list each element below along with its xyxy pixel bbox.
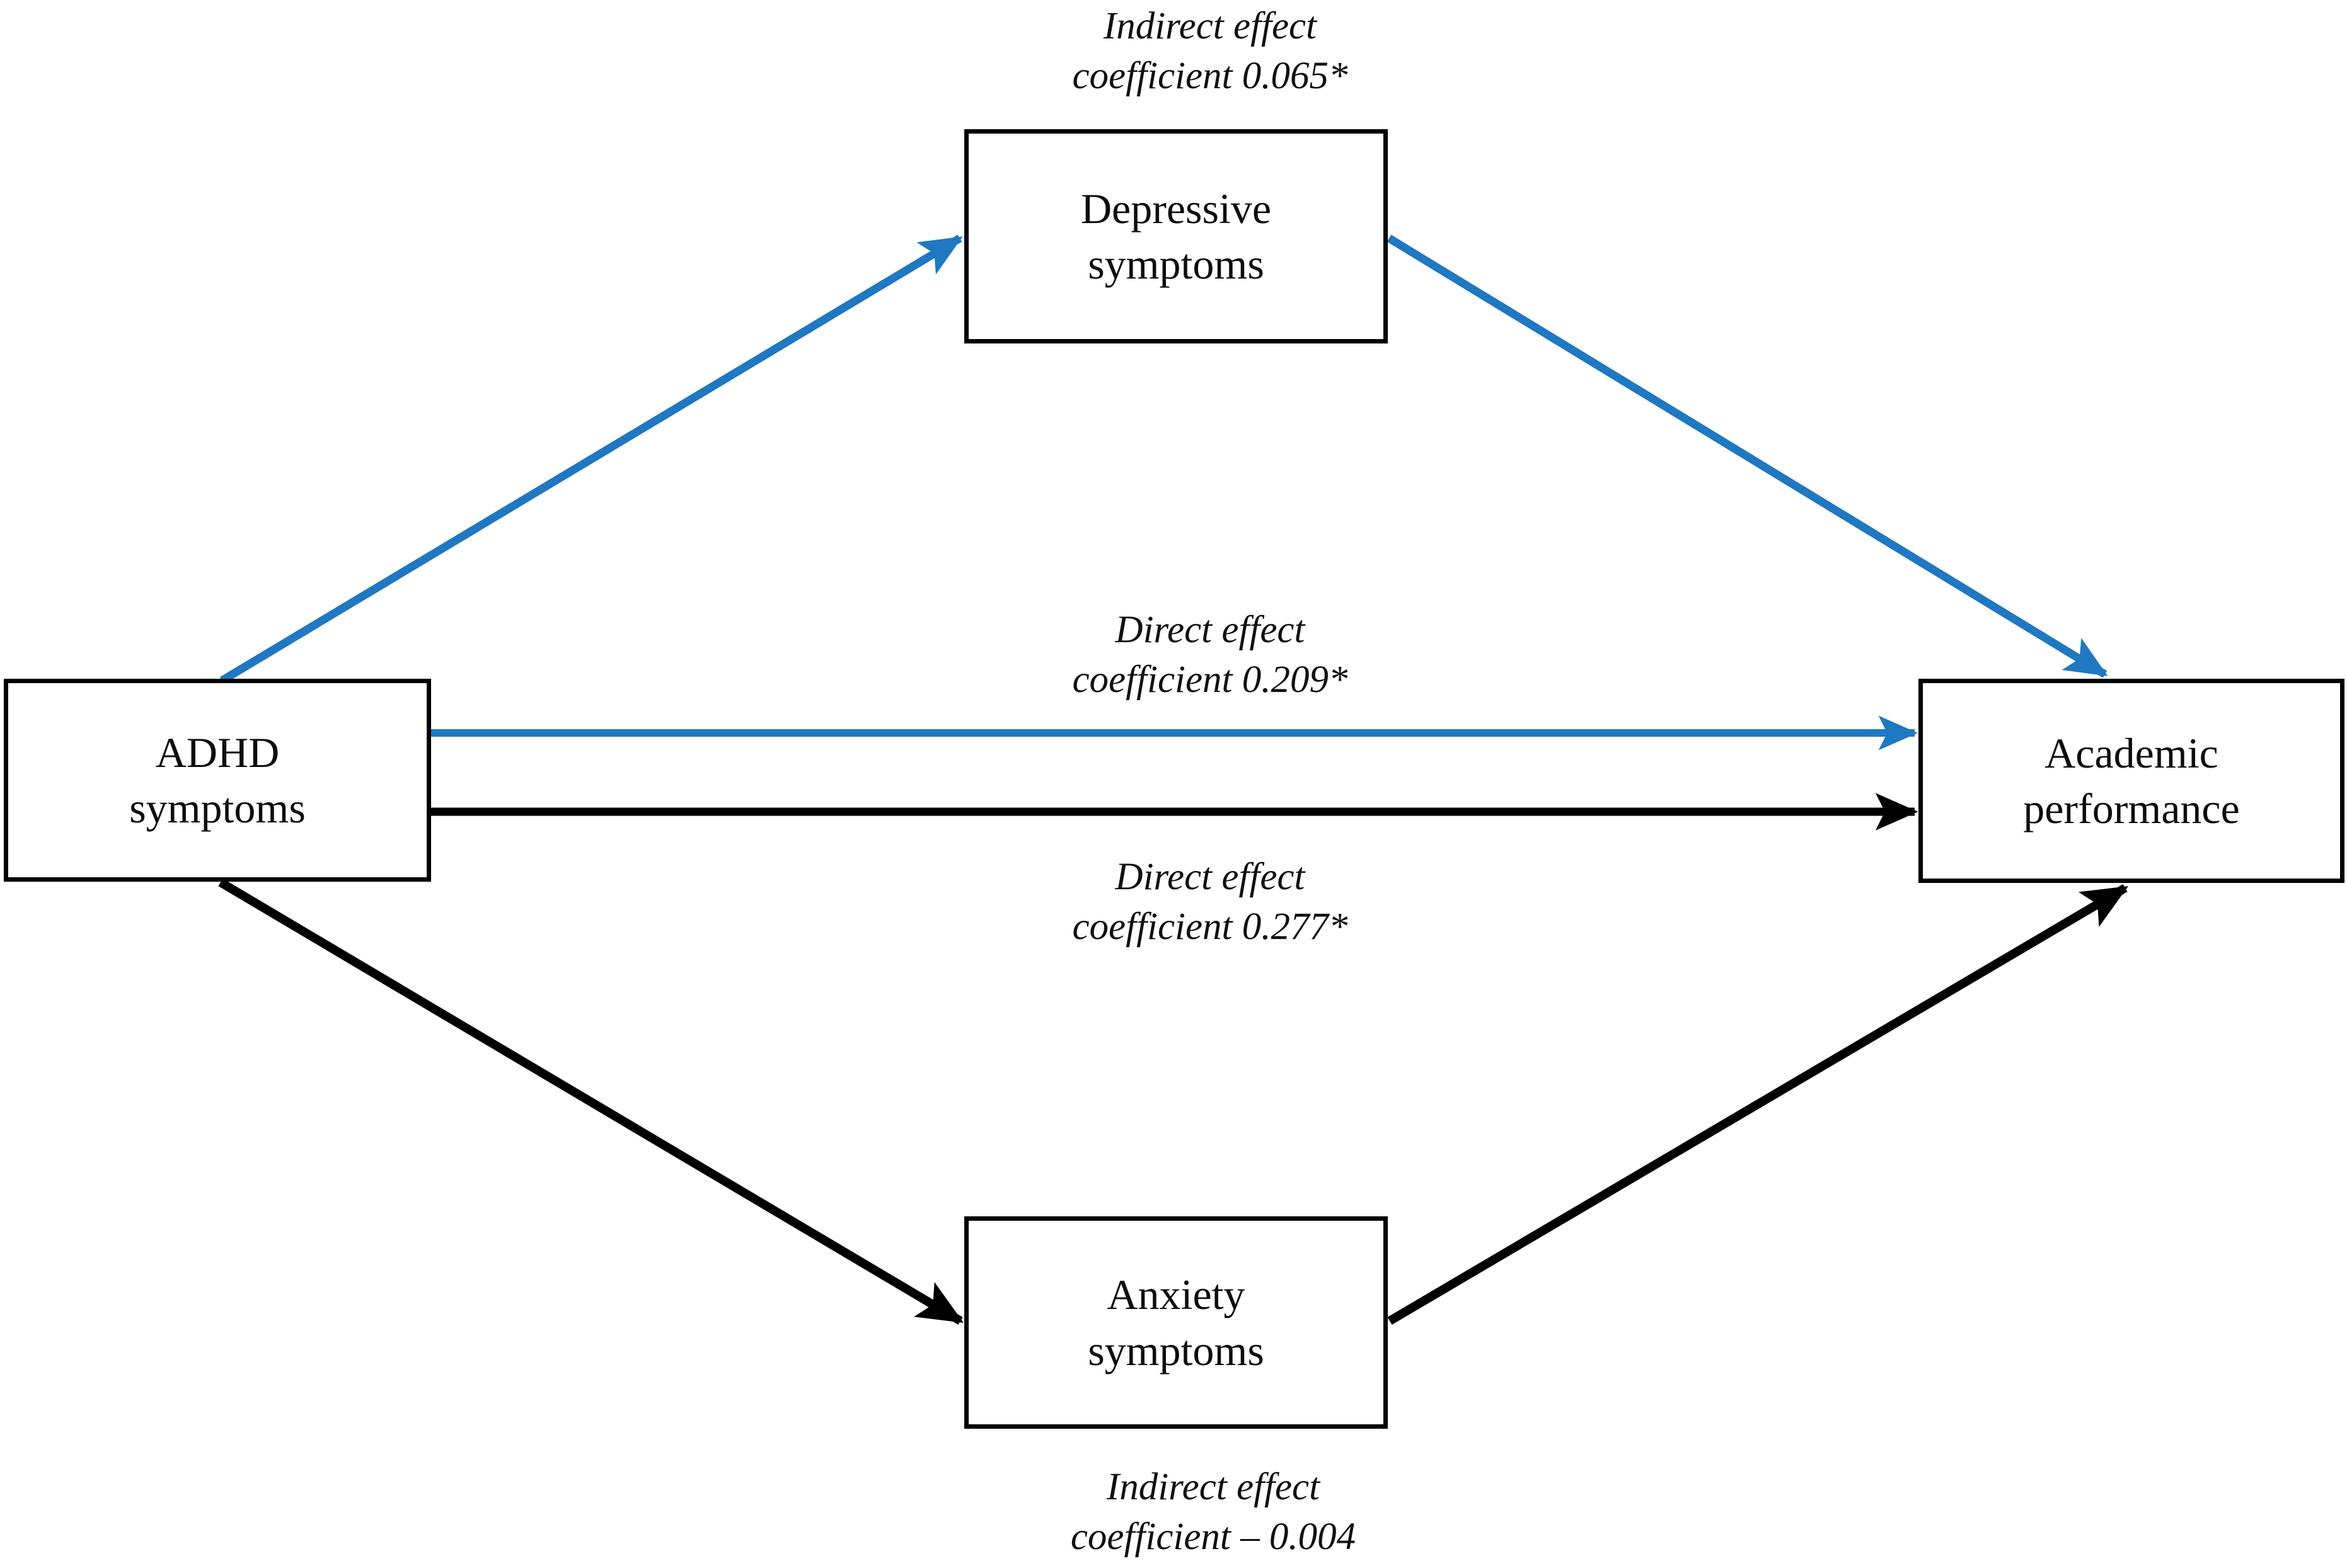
edge-anxiety-to-academic xyxy=(1387,884,2129,1325)
node-depressive-symptoms-line1: Depressive xyxy=(1080,184,1272,233)
label-direct-effect-black: Direct effect coefficient 0.277* xyxy=(1034,852,1387,952)
node-anxiety-symptoms[interactable]: Anxiety symptoms xyxy=(964,1216,1388,1429)
label-indirect-effect-anxiety-line2: coefficient – 0.004 xyxy=(1070,1516,1356,1559)
node-depressive-symptoms[interactable]: Depressive symptoms xyxy=(964,129,1388,343)
node-academic-performance[interactable]: Academic performance xyxy=(1918,679,2344,883)
label-indirect-effect-depressive-line2: coefficient 0.065* xyxy=(1072,55,1348,98)
label-indirect-effect-depressive-line1: Indirect effect xyxy=(1103,5,1317,47)
label-indirect-effect-depressive: Indirect effect coefficient 0.065* xyxy=(1034,1,1387,101)
node-adhd-symptoms-line2: symptoms xyxy=(129,784,306,832)
node-adhd-symptoms-line1: ADHD xyxy=(155,728,280,776)
label-direct-effect-blue: Direct effect coefficient 0.209* xyxy=(1034,605,1387,705)
label-direct-effect-blue-line1: Direct effect xyxy=(1115,609,1305,651)
node-academic-performance-line1: Academic xyxy=(2044,729,2218,777)
node-anxiety-symptoms-line2: symptoms xyxy=(1088,1326,1264,1375)
label-direct-effect-black-line2: coefficient 0.277* xyxy=(1072,906,1348,948)
label-indirect-effect-anxiety: Indirect effect coefficient – 0.004 xyxy=(1018,1462,1409,1562)
edge-adhd-to-anxiety xyxy=(218,878,964,1325)
edge-depressive-to-academic xyxy=(1387,234,2108,678)
node-anxiety-symptoms-line1: Anxiety xyxy=(1107,1271,1245,1319)
node-depressive-symptoms-line2: symptoms xyxy=(1088,240,1264,288)
node-academic-performance-line2: performance xyxy=(2023,785,2240,833)
label-direct-effect-blue-line2: coefficient 0.209* xyxy=(1072,659,1348,701)
label-direct-effect-black-line1: Direct effect xyxy=(1115,856,1305,898)
node-adhd-symptoms[interactable]: ADHD symptoms xyxy=(4,679,431,882)
label-indirect-effect-anxiety-line1: Indirect effect xyxy=(1106,1466,1320,1508)
edge-adhd-to-depressive xyxy=(219,234,963,684)
